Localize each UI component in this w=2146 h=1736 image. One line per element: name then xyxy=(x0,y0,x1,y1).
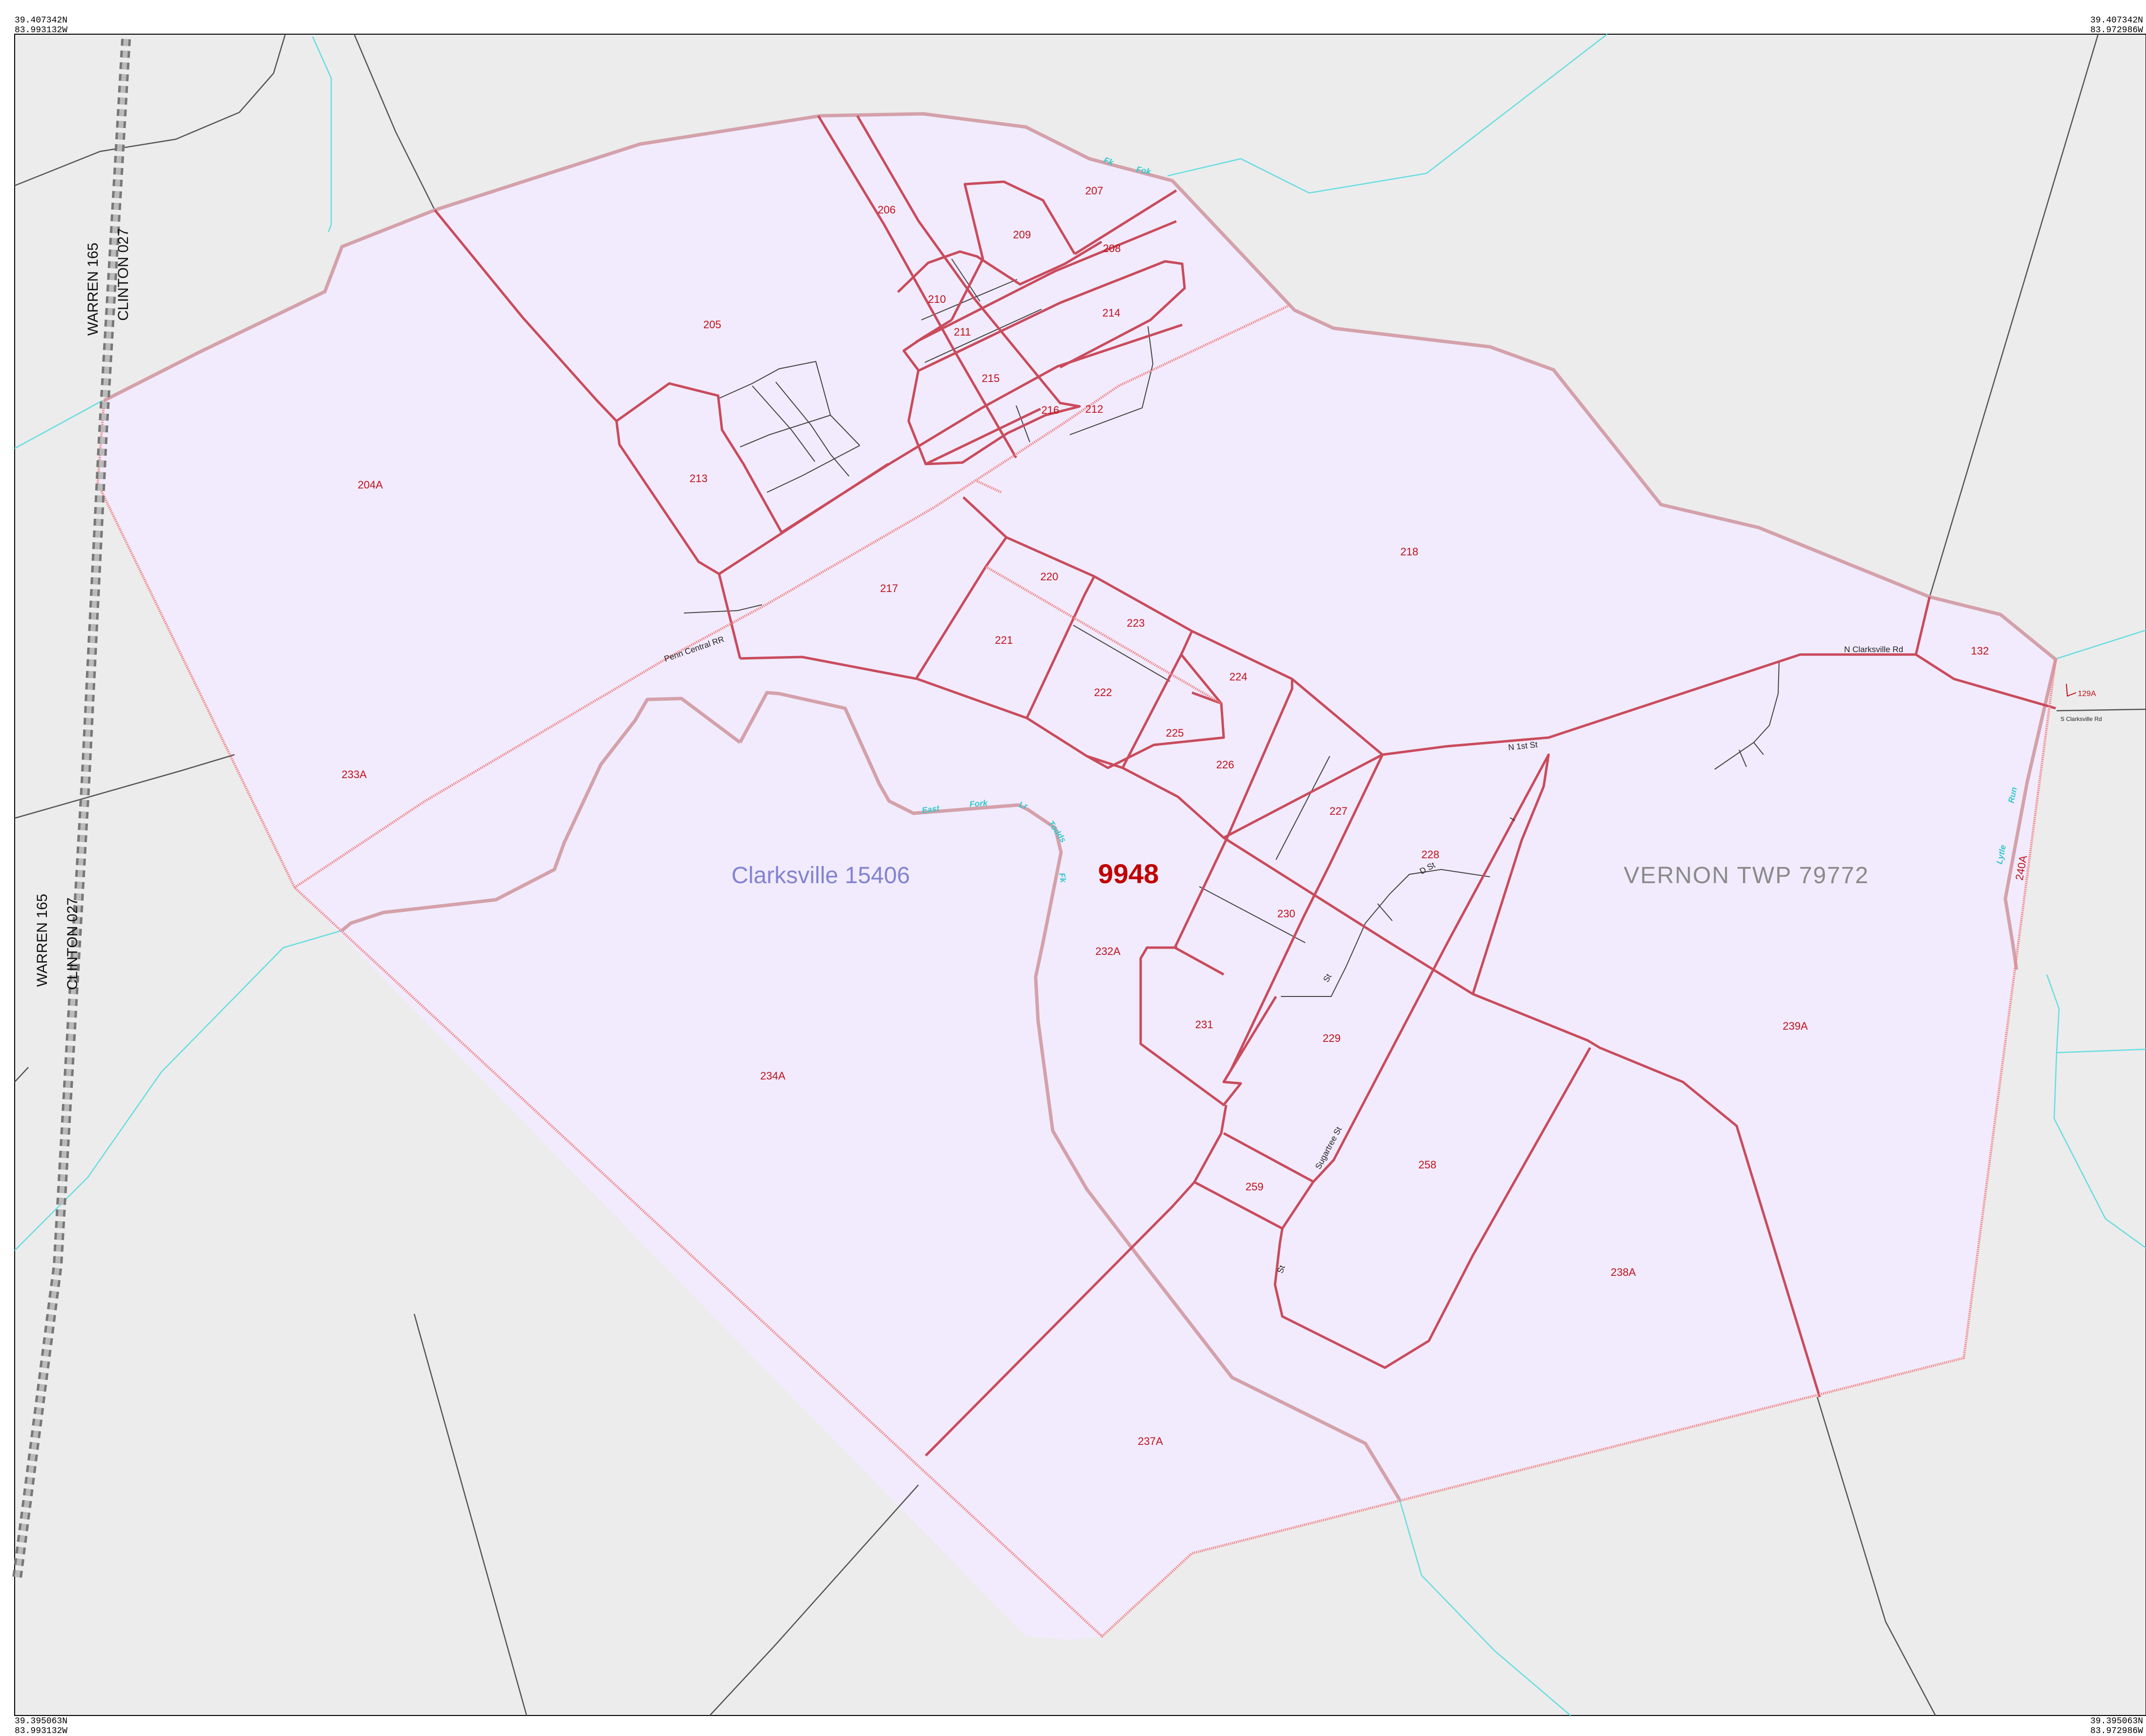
corner-coord-top-left: 39.407342N 83.993132W xyxy=(15,16,67,35)
corner-coord-bottom-left: 39.395063N 83.993132W xyxy=(15,1716,67,1736)
block-label: 221 xyxy=(995,634,1013,646)
lat: 39.395063N xyxy=(15,1716,68,1726)
block-label: 220 xyxy=(1041,571,1059,583)
block-label: 237A xyxy=(1138,1435,1163,1447)
block-labels: 204A 205 206 207 208 209 210 211 212 213… xyxy=(341,185,2096,1447)
corner-coord-top-right: 39.407342N 83.972986W xyxy=(2090,16,2143,35)
block-label: 215 xyxy=(982,372,1000,384)
lon: 83.972986W xyxy=(2090,1726,2143,1736)
block-label: 238A xyxy=(1611,1266,1636,1278)
block-label: 223 xyxy=(1127,617,1145,629)
block-label: 259 xyxy=(1246,1181,1264,1193)
place-label: Clarksville 15406 xyxy=(731,863,910,889)
block-label: 228 xyxy=(1422,848,1440,861)
township-label: VERNON TWP 79772 xyxy=(1624,863,1869,889)
block-label: 204A xyxy=(358,479,383,491)
block-label: 233A xyxy=(341,768,367,781)
water-label-lr: Lr xyxy=(1018,800,1029,811)
street-label-n-clarksville: N Clarksville Rd xyxy=(1844,645,1903,654)
lon: 83.993132W xyxy=(15,1726,68,1736)
corner-coord-bottom-right: 39.395063N 83.972986W xyxy=(2090,1716,2143,1736)
block-label: 205 xyxy=(703,318,722,331)
block-label: 225 xyxy=(1166,727,1184,739)
block-label: 211 xyxy=(954,326,971,338)
streets xyxy=(683,258,1780,997)
block-label: 212 xyxy=(1085,403,1104,415)
tract-area xyxy=(98,114,2056,1640)
roads xyxy=(14,34,2146,1716)
county-label-bot-a: WARREN 165 xyxy=(34,894,50,987)
block-label: 231 xyxy=(1195,1018,1213,1031)
county-labels: WARREN 165 CLINTON 027 WARREN 165 CLINTO… xyxy=(34,228,131,990)
tract-number: 9948 xyxy=(1098,858,1159,889)
water-label-east: East xyxy=(921,804,941,815)
block-label: 129A xyxy=(2078,690,2096,698)
tract-boundary xyxy=(96,304,2057,1638)
lon: 83.993132W xyxy=(15,25,68,35)
water-label-fk2: Fk xyxy=(1057,872,1068,884)
block-label: 208 xyxy=(1103,242,1121,254)
water-label-fork: Fork xyxy=(969,798,989,809)
block-label: 218 xyxy=(1401,546,1419,558)
county-label-top-b: CLINTON 027 xyxy=(115,228,131,321)
block-label: 217 xyxy=(880,582,898,594)
block-label: 206 xyxy=(878,204,896,216)
block-label: 210 xyxy=(928,293,946,305)
railroad-county-line xyxy=(12,39,131,1579)
block-label: 209 xyxy=(1013,229,1031,241)
block-label: 207 xyxy=(1085,185,1104,197)
block-label: 214 xyxy=(1103,307,1121,319)
block-label: 234A xyxy=(760,1070,786,1082)
block-label: 213 xyxy=(690,472,708,485)
county-label-top-a: WARREN 165 xyxy=(85,243,101,336)
block-label: 226 xyxy=(1216,759,1234,771)
block-label: 239A xyxy=(1783,1020,1808,1032)
lat: 39.395063N xyxy=(2090,1716,2143,1726)
lat: 39.407342N xyxy=(2090,16,2143,25)
street-label-st-b: St xyxy=(1275,1264,1287,1275)
street-label-s-clarksville: S Clarksville Rd xyxy=(2061,716,2102,722)
block-label: 132 xyxy=(1971,645,1989,657)
block-label: 216 xyxy=(1041,404,1060,416)
block-label: 229 xyxy=(1323,1032,1341,1044)
block-boundaries xyxy=(434,115,2056,1457)
place-boundary xyxy=(103,112,2058,1501)
lon: 83.972986W xyxy=(2090,25,2143,35)
block-label: 258 xyxy=(1419,1159,1437,1171)
block-label: 224 xyxy=(1230,671,1248,683)
lat: 39.407342N xyxy=(15,16,68,25)
block-label: 232A xyxy=(1095,945,1121,957)
block-label: 230 xyxy=(1277,908,1296,920)
county-label-bot-b: CLINTON 027 xyxy=(64,897,81,990)
block-129A-leader xyxy=(2066,683,2077,697)
block-label: 227 xyxy=(1330,805,1348,817)
block-label: 222 xyxy=(1094,686,1112,699)
